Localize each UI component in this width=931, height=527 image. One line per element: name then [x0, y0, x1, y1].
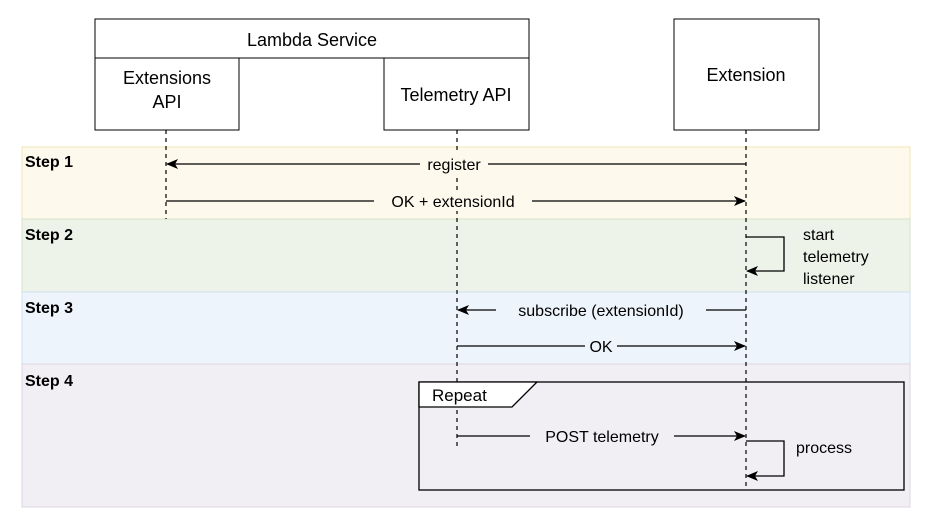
start-listener-label-line1: start	[803, 227, 835, 244]
process-self-call: process	[746, 440, 852, 481]
telemetry-api-participant: Telemetry API	[383, 57, 530, 131]
post-telemetry-label: POST telemetry	[545, 429, 659, 446]
register-message: register	[166, 154, 746, 174]
step-2-label: Step 2	[25, 227, 73, 244]
start-listener-label-line2: telemetry	[803, 249, 869, 266]
repeat-frame-label: Repeat	[432, 386, 487, 405]
step-2-band: Step 2	[21, 218, 911, 293]
step-4-label: Step 4	[25, 373, 73, 390]
extensions-api-label-line2: API	[152, 92, 181, 112]
extension-label: Extension	[706, 65, 785, 85]
ok-message: OK	[457, 336, 746, 356]
start-listener-self-call: start telemetry listener	[746, 227, 869, 288]
lambda-service-title: Lambda Service	[247, 30, 377, 50]
ok-message-label: OK	[589, 339, 612, 356]
ok-extension-id-message: OK + extensionId	[166, 191, 746, 211]
register-message-label: register	[427, 157, 481, 174]
extensions-api-participant: Extensions API	[94, 57, 240, 131]
step-3-label: Step 3	[25, 300, 73, 317]
step-3-band: Step 3	[21, 291, 911, 365]
telemetry-api-label: Telemetry API	[400, 85, 511, 105]
start-listener-label-line3: listener	[803, 271, 855, 288]
extension-participant: Extension	[673, 18, 820, 131]
process-label: process	[796, 440, 852, 457]
subscribe-message: subscribe (extensionId)	[457, 300, 746, 320]
lambda-service-container: Lambda Service	[94, 18, 530, 59]
step-1-label: Step 1	[25, 154, 73, 171]
subscribe-message-label: subscribe (extensionId)	[518, 303, 683, 320]
post-telemetry-message: POST telemetry	[457, 426, 746, 446]
repeat-loop-frame: Repeat	[418, 381, 905, 491]
ok-extension-id-label: OK + extensionId	[391, 194, 514, 211]
extensions-api-label-line1: Extensions	[123, 68, 211, 88]
